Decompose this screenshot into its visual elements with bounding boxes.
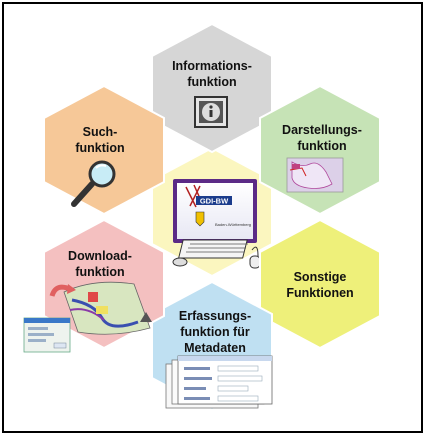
suche-label-line2: funktion (75, 141, 124, 155)
erfassung-label-line2: funktion für (180, 325, 250, 339)
computer-icon: GDI-BW Baden-Württemberg (172, 179, 261, 269)
sonstige-label-line2: Funktionen (286, 286, 353, 300)
hex-center: GDI-BW Baden-Württemberg (151, 146, 273, 278)
state-text: Baden-Württemberg (215, 222, 251, 227)
download-label-line1: Download- (68, 249, 132, 263)
info-icon (194, 96, 228, 128)
map-icon (286, 157, 344, 193)
magnifier-icon (71, 160, 116, 207)
hex-erfassungsfunktion: Erfassungs- funktion für Metadaten (151, 280, 273, 412)
info-label-line2: funktion (187, 75, 236, 89)
hex-darstellungsfunktion: Darstellungs- funktion (259, 84, 381, 216)
erfassung-label-line3: Metadaten (184, 341, 246, 355)
hex-downloadfunktion: Download- funktion (23, 218, 165, 353)
darstellung-label-line1: Darstellungs- (282, 123, 362, 137)
download-label-line2: funktion (75, 265, 124, 279)
darstellung-label-line2: funktion (297, 139, 346, 153)
erfassung-label-line1: Erfassungs- (179, 309, 251, 323)
gdi-bw-text: GDI-BW (200, 197, 229, 206)
sonstige-label-line1: Sonstige (294, 270, 347, 284)
hex-suchfunktion: Such- funktion (43, 84, 165, 216)
suche-label-line1: Such- (83, 125, 118, 139)
download-map-icon (23, 281, 152, 353)
metadata-form-icon (165, 355, 273, 409)
hex-sonstige-funktionen: Sonstige Funktionen (259, 218, 381, 350)
hex-informationsfunktion: Informations- funktion (151, 22, 273, 154)
info-label-line1: Informations- (172, 59, 252, 73)
